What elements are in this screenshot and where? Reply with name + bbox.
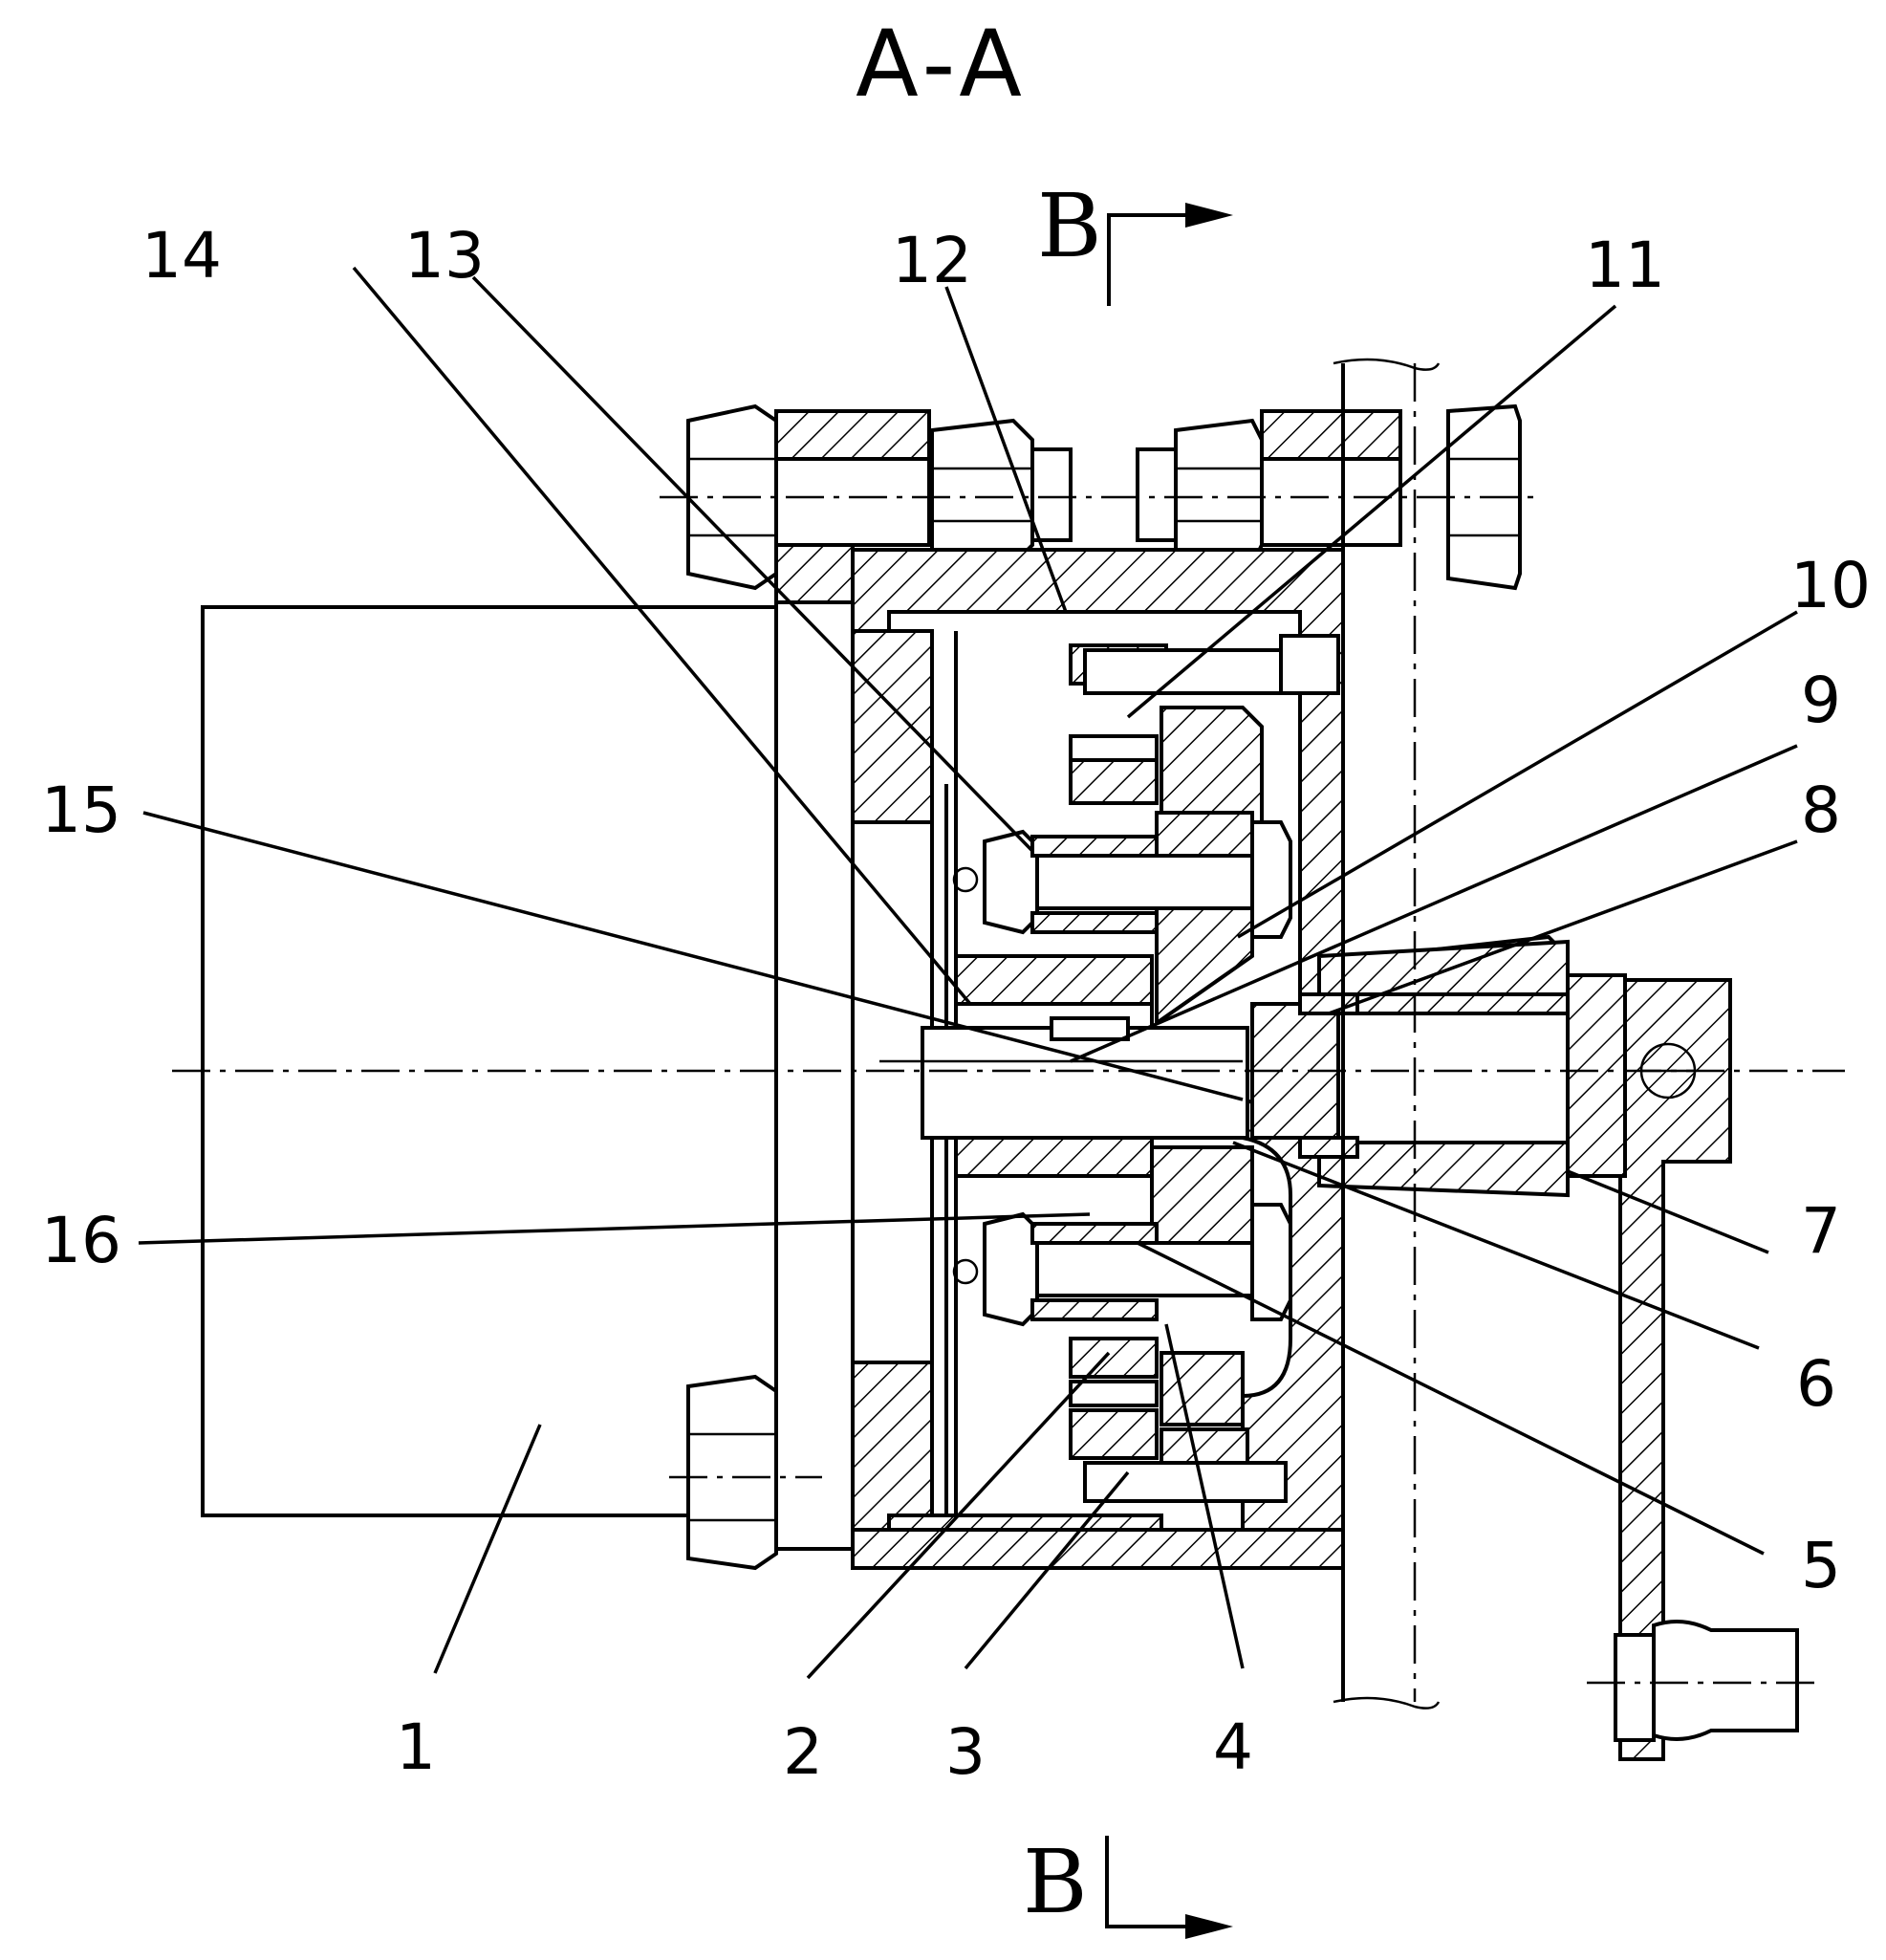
label-16: 16 xyxy=(41,1204,121,1277)
label-11: 11 xyxy=(1585,229,1665,302)
housing xyxy=(851,548,1345,1570)
label-10: 10 xyxy=(1790,549,1871,622)
section-title: A-A xyxy=(856,11,1028,118)
label-2: 2 xyxy=(783,1715,823,1789)
part-labels: 14 13 12 11 10 9 8 15 7 16 6 5 1 2 3 4 xyxy=(41,219,1871,1789)
label-15: 15 xyxy=(41,773,121,847)
label-6: 6 xyxy=(1796,1347,1836,1421)
crank-arm xyxy=(1566,973,1732,1761)
label-13: 13 xyxy=(404,219,485,293)
label-14: 14 xyxy=(141,219,222,293)
label-9: 9 xyxy=(1801,664,1841,737)
section-mark-bottom: B xyxy=(1023,1831,1233,1939)
label-7: 7 xyxy=(1801,1194,1841,1268)
carrier-bolt-upper xyxy=(952,820,1292,939)
section-mark-bottom-letter: B xyxy=(1023,1831,1088,1933)
label-1: 1 xyxy=(396,1710,436,1784)
label-8: 8 xyxy=(1801,773,1841,847)
leader-lines xyxy=(138,266,1798,1680)
frame-rail xyxy=(1333,358,1441,1710)
carrier-bolt-lower xyxy=(952,1203,1292,1327)
input-shaft xyxy=(879,1016,1249,1140)
section-mark-top-letter: B xyxy=(1037,175,1102,277)
hex-bolt-bottom xyxy=(669,1374,822,1571)
label-5: 5 xyxy=(1801,1529,1841,1602)
label-4: 4 xyxy=(1213,1710,1253,1784)
handle-knob xyxy=(1587,1620,1821,1742)
label-3: 3 xyxy=(945,1715,986,1789)
label-12: 12 xyxy=(892,224,972,297)
section-mark-top: B xyxy=(1037,175,1233,306)
